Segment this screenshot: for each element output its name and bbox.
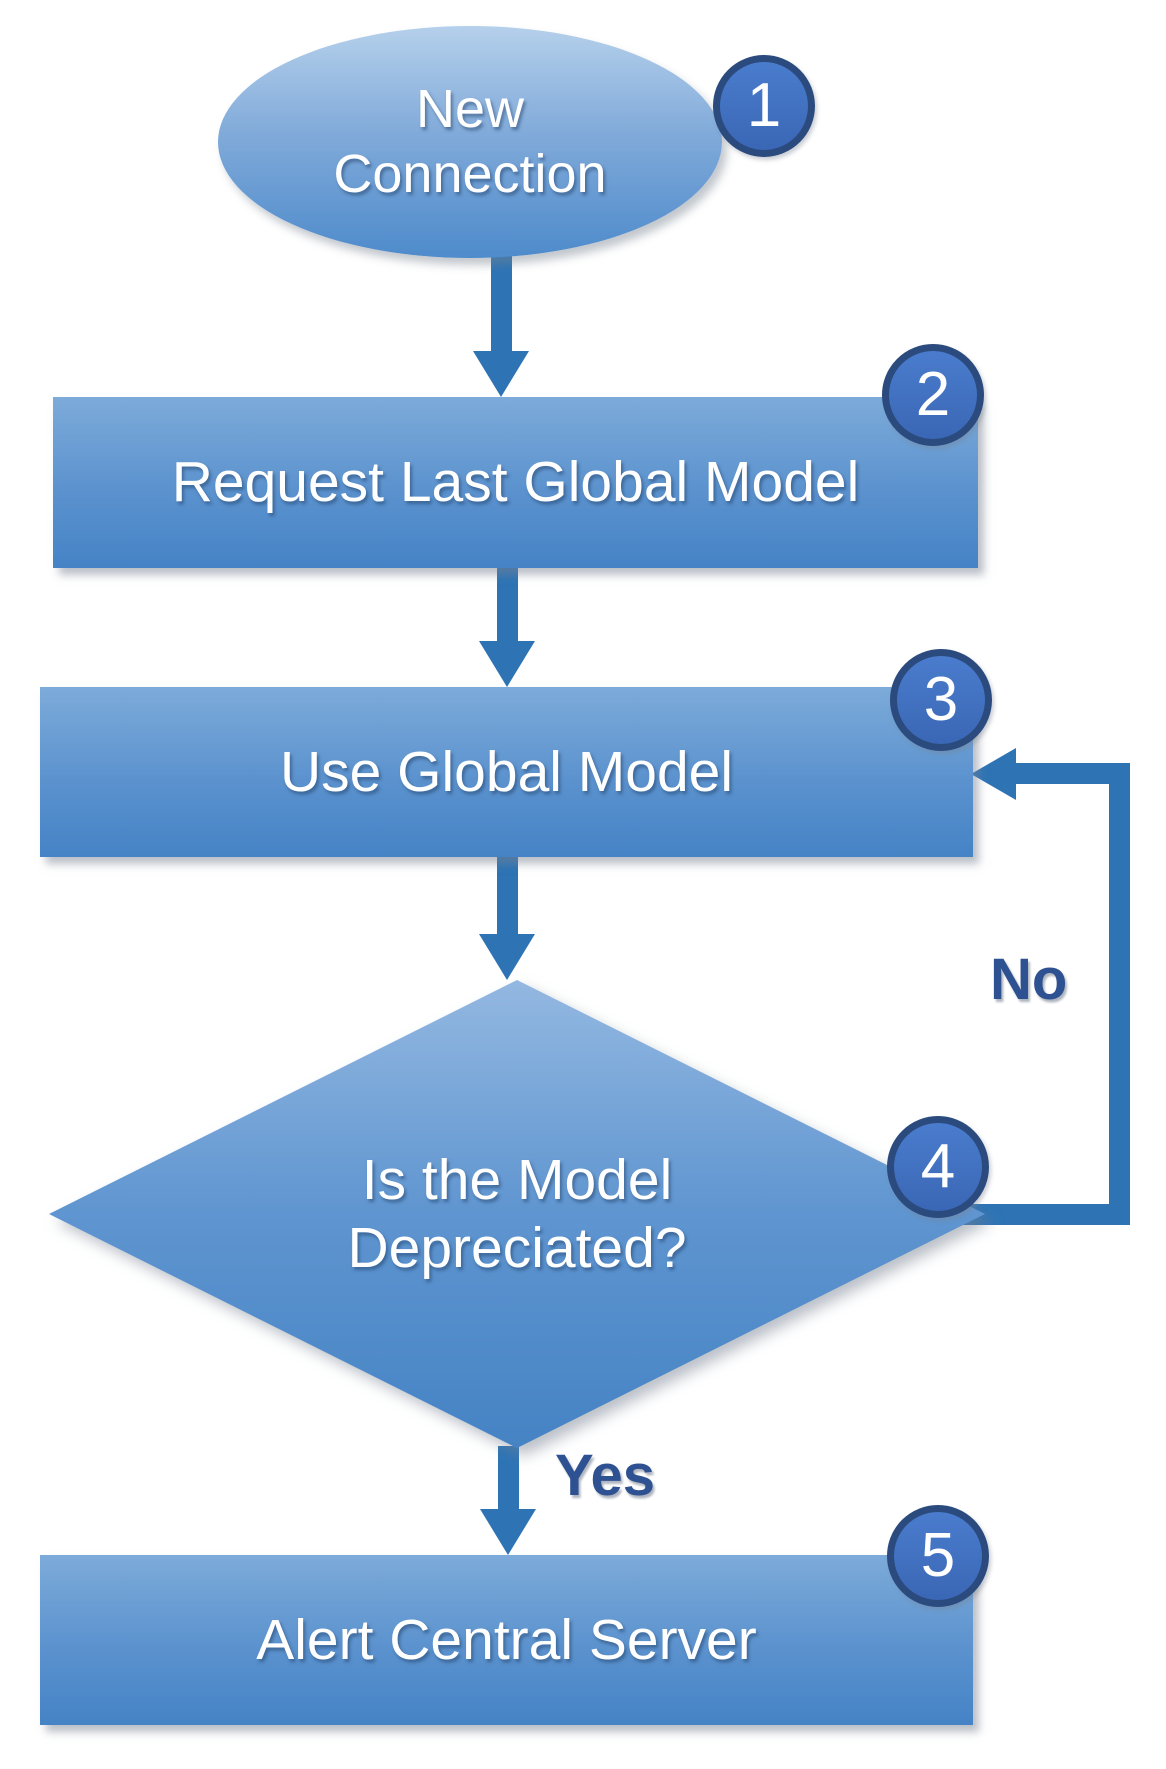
node-decision-label: Is the Model Depreciated? bbox=[347, 1147, 687, 1280]
no-loop-bottom-segment bbox=[940, 1204, 1130, 1225]
arrow-shaft bbox=[496, 566, 518, 641]
arrow-request-to-use bbox=[479, 566, 535, 687]
node-alert-label: Alert Central Server bbox=[256, 1607, 757, 1672]
arrow-decision-to-alert bbox=[480, 1446, 536, 1555]
node-decision-wrap: Is the Model Depreciated? bbox=[49, 980, 985, 1448]
node-new-connection: New Connection bbox=[218, 26, 722, 258]
arrow-use-to-decision bbox=[479, 855, 535, 980]
step-badge-4: 4 bbox=[887, 1116, 989, 1218]
step-badge-5: 5 bbox=[887, 1505, 989, 1607]
arrow-shaft bbox=[496, 855, 518, 934]
no-loop-top-segment bbox=[1016, 763, 1130, 784]
edge-label-no: No bbox=[990, 947, 1068, 1012]
step-badge-1: 1 bbox=[713, 55, 815, 157]
arrow-start-to-request bbox=[473, 254, 529, 397]
arrow-head-down-icon bbox=[480, 1509, 536, 1555]
arrow-head-down-icon bbox=[473, 351, 529, 397]
arrow-head-down-icon bbox=[479, 641, 535, 687]
arrow-shaft bbox=[497, 1446, 519, 1509]
node-request-last-global-model: Request Last Global Model bbox=[53, 397, 978, 568]
node-is-model-depreciated: Is the Model Depreciated? bbox=[49, 980, 985, 1448]
node-alert-central-server: Alert Central Server bbox=[40, 1555, 973, 1725]
arrow-head-left-icon bbox=[971, 748, 1016, 800]
arrow-head-down-icon bbox=[479, 934, 535, 980]
edge-label-yes: Yes bbox=[555, 1443, 655, 1508]
node-use-label: Use Global Model bbox=[279, 739, 734, 804]
step-badge-2: 2 bbox=[882, 344, 984, 446]
node-use-global-model: Use Global Model bbox=[40, 687, 973, 857]
step-badge-3: 3 bbox=[890, 649, 992, 751]
node-new-connection-label: New Connection bbox=[333, 79, 607, 204]
arrow-shaft bbox=[490, 254, 512, 351]
node-request-label: Request Last Global Model bbox=[171, 450, 860, 515]
no-loop-vertical-segment bbox=[1109, 763, 1130, 1225]
